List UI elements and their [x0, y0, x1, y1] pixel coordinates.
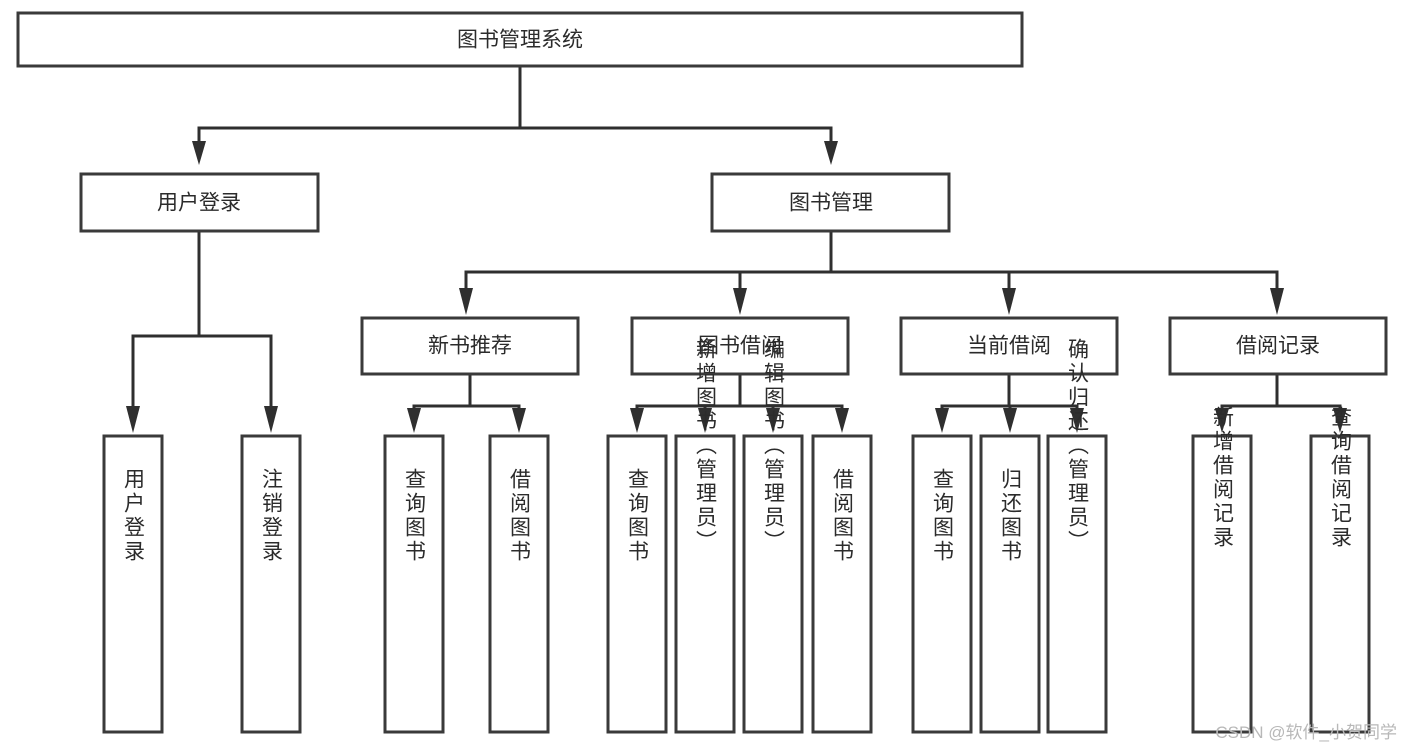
node-leaf-add-book[interactable]: 新增图书（管理员） — [674, 338, 736, 734]
node-leaf-query-record[interactable]: 查询借阅记录 — [1309, 406, 1371, 734]
node-leaf-confirm-return-label: 确认归还（管理员） — [1066, 338, 1090, 554]
node-current-borrow[interactable]: 当前借阅 — [899, 316, 1119, 376]
node-leaf-query-book-2-label: 查询图书 — [626, 468, 650, 564]
node-new-book-recommend[interactable]: 新书推荐 — [360, 316, 580, 376]
node-leaf-add-record[interactable]: 新增借阅记录 — [1191, 406, 1253, 734]
node-user-login-label: 用户登录 — [157, 192, 241, 215]
node-leaf-borrow-book-1[interactable]: 借阅图书 — [488, 434, 550, 734]
node-leaf-return-book-label: 归还图书 — [999, 468, 1023, 564]
node-leaf-borrow-book-2[interactable]: 借阅图书 — [811, 434, 873, 734]
node-borrow-record[interactable]: 借阅记录 — [1168, 316, 1388, 376]
node-book-manage[interactable]: 图书管理 — [710, 172, 951, 233]
node-leaf-add-book-label: 新增图书（管理员） — [694, 338, 718, 554]
node-leaf-user-login-label: 用户登录 — [122, 468, 146, 564]
connector-current-borrow-to-leaves — [935, 372, 1084, 433]
node-user-login[interactable]: 用户登录 — [79, 172, 320, 233]
node-leaf-query-book-2[interactable]: 查询图书 — [606, 434, 668, 734]
node-leaf-query-book-3-label: 查询图书 — [931, 468, 955, 564]
node-book-borrow[interactable]: 图书借阅 — [630, 316, 850, 376]
node-leaf-logout-login-label: 注销登录 — [260, 468, 284, 564]
node-leaf-borrow-book-2-label: 借阅图书 — [831, 468, 855, 564]
connector-root-to-level2 — [192, 64, 838, 165]
connector-book-borrow-to-leaves — [630, 372, 849, 433]
node-root-label: 图书管理系统 — [457, 29, 583, 52]
node-leaf-query-book-1[interactable]: 查询图书 — [383, 434, 445, 734]
node-leaf-query-record-label: 查询借阅记录 — [1329, 406, 1353, 550]
node-leaf-user-login[interactable]: 用户登录 — [102, 434, 164, 734]
node-leaf-edit-book[interactable]: 编辑图书（管理员） — [742, 338, 804, 734]
node-leaf-return-book[interactable]: 归还图书 — [979, 434, 1041, 734]
connector-borrow-record-to-leaves — [1215, 372, 1347, 433]
node-book-borrow-label: 图书借阅 — [698, 335, 782, 358]
node-leaf-query-book-1-label: 查询图书 — [403, 468, 427, 564]
node-current-borrow-label: 当前借阅 — [967, 335, 1051, 358]
node-leaf-borrow-book-1-label: 借阅图书 — [508, 468, 532, 564]
node-leaf-logout-login[interactable]: 注销登录 — [240, 434, 302, 734]
node-leaf-query-book-3[interactable]: 查询图书 — [911, 434, 973, 734]
node-leaf-confirm-return[interactable]: 确认归还（管理员） — [1046, 338, 1108, 734]
connector-new-book-recommend-to-leaves — [407, 372, 526, 433]
connector-user-login-to-leaves — [126, 229, 278, 433]
node-root[interactable]: 图书管理系统 — [16, 11, 1024, 68]
node-book-manage-label: 图书管理 — [789, 192, 873, 215]
node-leaf-edit-book-label: 编辑图书（管理员） — [762, 338, 786, 554]
node-new-book-recommend-label: 新书推荐 — [428, 335, 512, 358]
node-borrow-record-label: 借阅记录 — [1236, 335, 1320, 358]
node-leaf-add-record-label: 新增借阅记录 — [1211, 406, 1235, 550]
connector-book-manage-to-level3 — [459, 229, 1284, 315]
